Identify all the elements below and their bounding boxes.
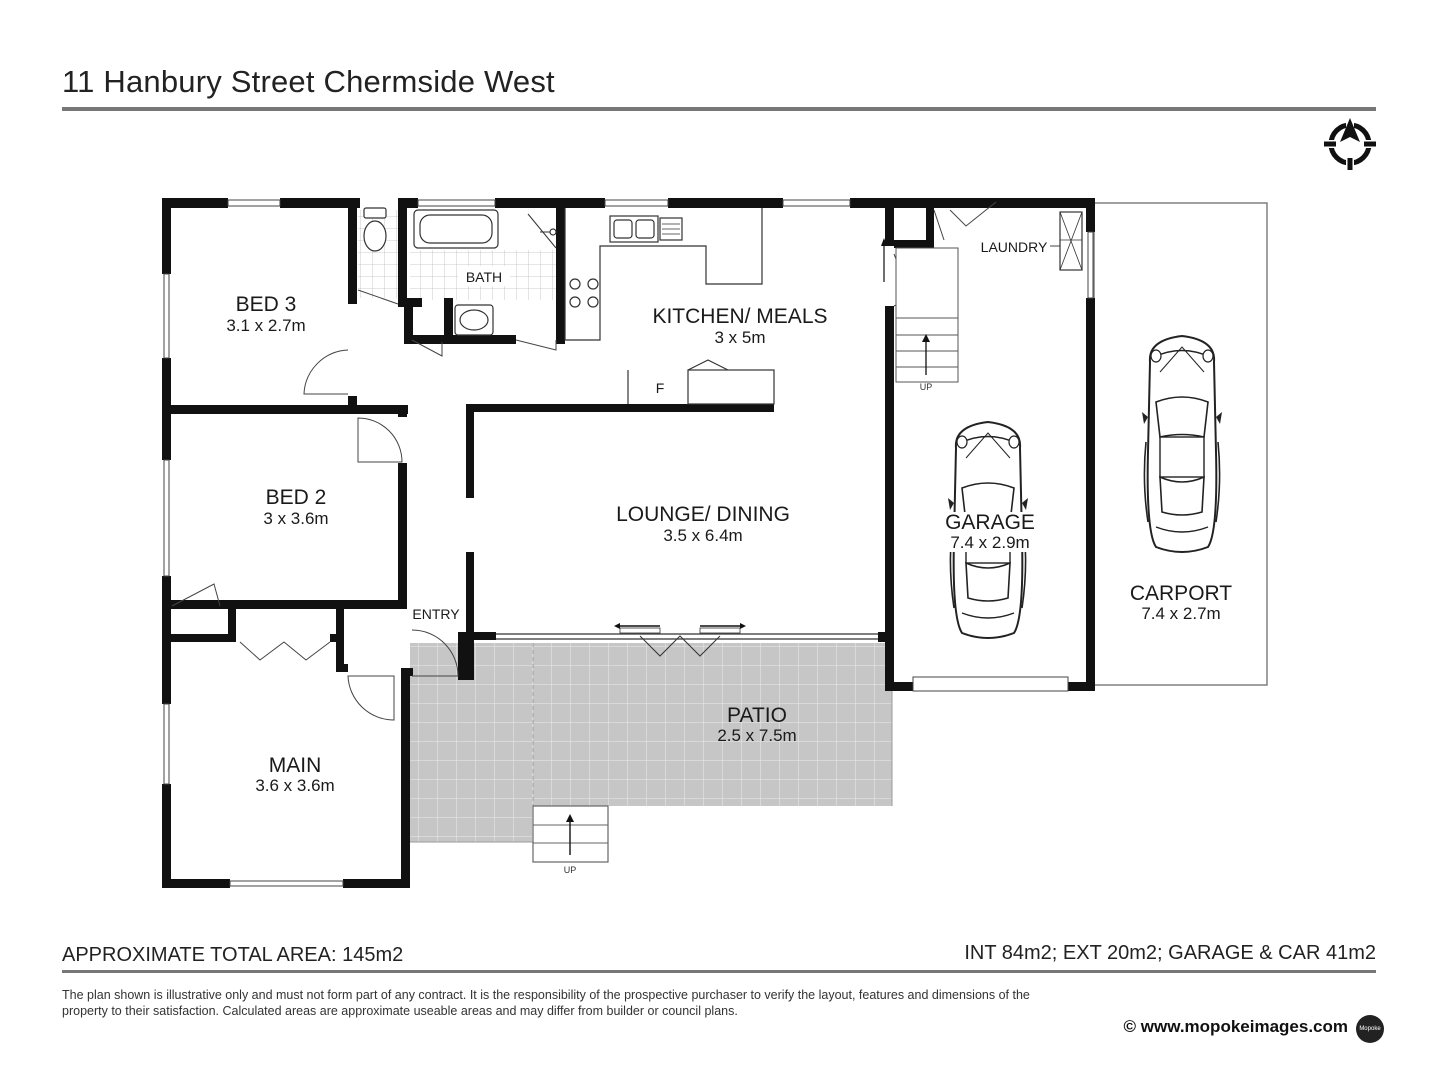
garage-label: GARAGE <box>945 511 1035 534</box>
patio-up-label: UP <box>564 865 577 875</box>
carport-dimensions: 7.4 x 2.7m <box>1141 604 1220 623</box>
patio-steps <box>532 805 609 863</box>
north-compass-icon <box>1324 118 1376 170</box>
sliding-doors <box>496 623 878 657</box>
walls <box>162 198 1095 888</box>
windows <box>163 199 1094 887</box>
bed3-label: BED 3 <box>236 293 297 316</box>
fridge-label: F <box>656 380 665 396</box>
patio-label: PATIO <box>727 704 787 727</box>
bed3-dimensions: 3.1 x 2.7m <box>226 316 305 335</box>
kitchen-label: KITCHEN/ MEALS <box>652 305 827 328</box>
disclaimer: The plan shown is illustrative only and … <box>62 988 1030 1018</box>
main-label: MAIN <box>269 754 322 777</box>
carport-label: CARPORT <box>1130 582 1232 605</box>
garage-stairs <box>881 238 959 383</box>
doors <box>171 201 1080 721</box>
total-area: APPROXIMATE TOTAL AREA: 145m2 <box>62 944 404 966</box>
patio-dimensions: 2.5 x 7.5m <box>717 726 796 745</box>
footer-rule <box>62 970 1376 973</box>
bath-label: BATH <box>466 269 502 285</box>
website-link[interactable]: © www.mopokeimages.com <box>1123 1017 1348 1036</box>
garage-up-label: UP <box>920 382 933 392</box>
area-breakdown: INT 84m2; EXT 20m2; GARAGE & CAR 41m2 <box>964 942 1376 964</box>
fixtures <box>363 207 1083 405</box>
plan-title: 11 Hanbury Street Chermside West <box>62 64 555 99</box>
laundry-label: LAUNDRY <box>981 239 1048 255</box>
kitchen-dimensions: 3 x 5m <box>714 328 765 347</box>
garage-dimensions: 7.4 x 2.9m <box>950 533 1029 552</box>
lounge-label: LOUNGE/ DINING <box>616 503 790 526</box>
lounge-dimensions: 3.5 x 6.4m <box>663 526 742 545</box>
patio-area <box>410 643 893 843</box>
mopoke-logo-icon: Mopoke <box>1356 1015 1384 1043</box>
bed2-label: BED 2 <box>266 486 327 509</box>
bed2-dimensions: 3 x 3.6m <box>263 509 328 528</box>
main-dimensions: 3.6 x 3.6m <box>255 776 334 795</box>
carport-car-icon <box>1141 335 1223 553</box>
entry-label: ENTRY <box>412 606 460 622</box>
title-rule <box>62 107 1376 111</box>
